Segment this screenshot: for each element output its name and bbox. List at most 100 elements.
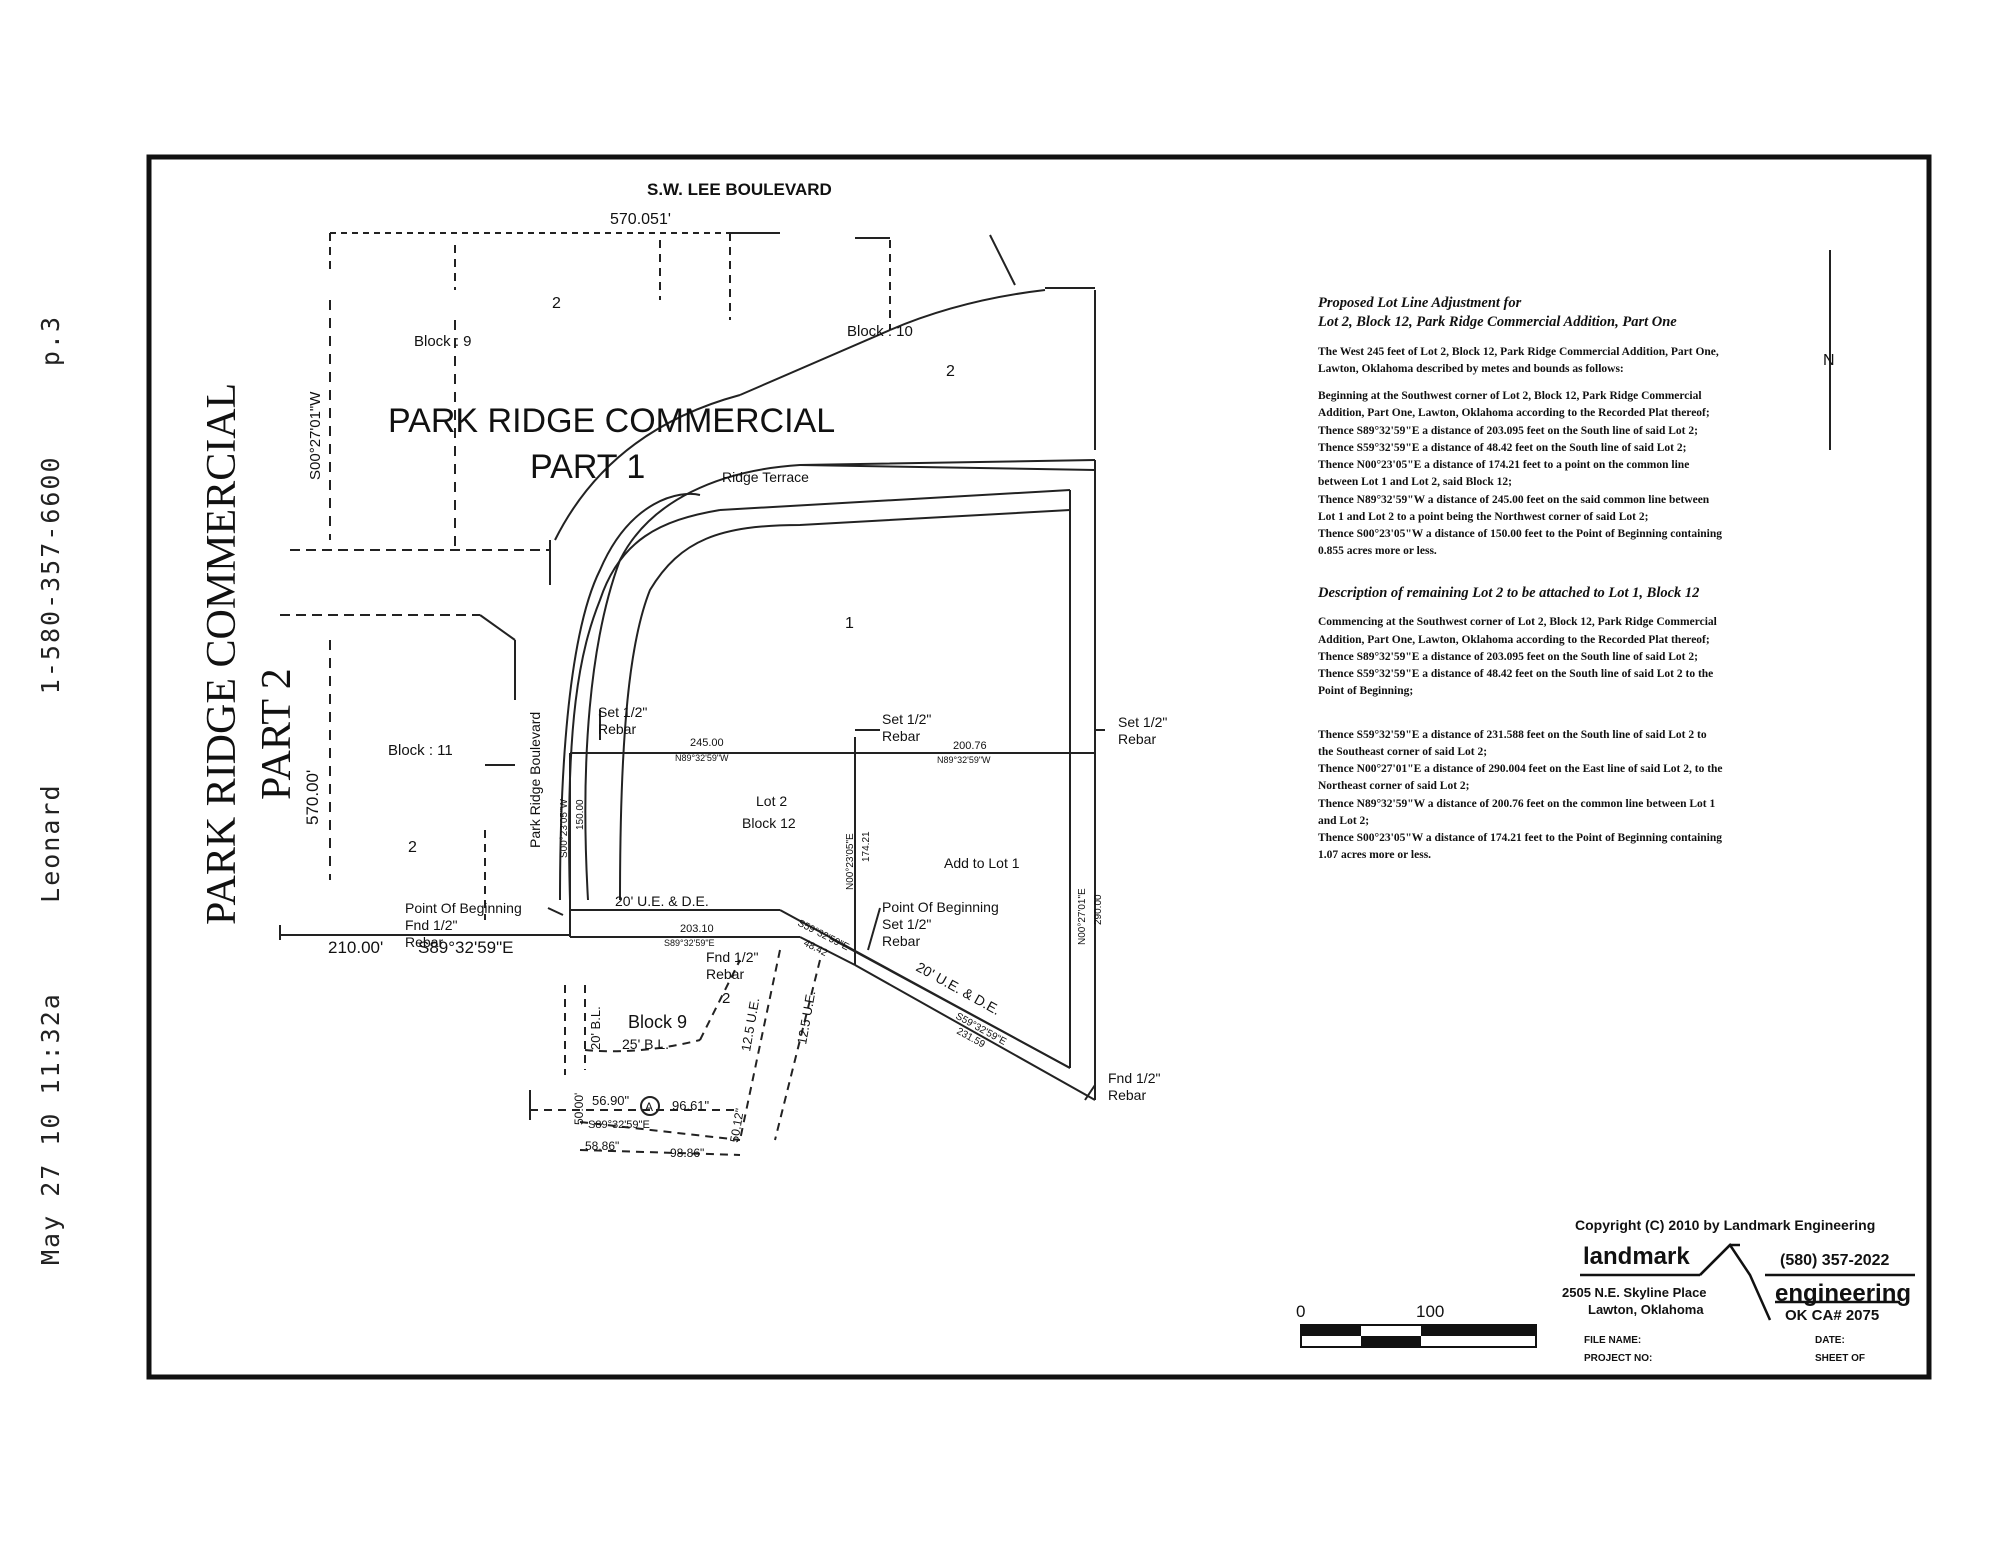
- block10-top: Block : 10: [847, 323, 913, 340]
- company-name-1: landmark: [1583, 1243, 1690, 1270]
- lot-2-c: 2: [408, 839, 417, 856]
- subdivision-part2-suffix: PART 2: [254, 668, 300, 800]
- p3-line: 1.07 acres more or less.: [1318, 849, 1432, 862]
- pob-right-1: Point Of Beginning: [882, 899, 999, 915]
- dim-9661: 96.61": [672, 1098, 710, 1113]
- p3-line: Thence N00°27'01"E a distance of 290.004…: [1318, 763, 1723, 776]
- date-label: DATE:: [1815, 1335, 1845, 1346]
- west-dim: 570.00': [303, 770, 322, 825]
- p3-line: and Lot 2;: [1318, 814, 1370, 827]
- ridge-terrace-label: Ridge Terrace: [722, 469, 809, 485]
- dim-5690: 56.90": [592, 1093, 630, 1108]
- p1-line: Lot 1 and Lot 2 to a point being the Nor…: [1318, 510, 1649, 523]
- company-phone: (580) 357-2022: [1780, 1252, 1890, 1269]
- description-intro: The West 245 feet of Lot 2, Block 12, Pa…: [1318, 344, 1813, 379]
- dim-20076: 200.76: [953, 740, 987, 752]
- file-name-label: FILE NAME:: [1584, 1335, 1642, 1346]
- p3-line: the Southeast corner of said Lot 2;: [1318, 745, 1488, 758]
- p2-line: Thence S59°32'59"E a distance of 48.42 f…: [1318, 668, 1714, 681]
- pob-left-3: Rebar: [405, 934, 443, 950]
- scale-0: 0: [1296, 1302, 1305, 1321]
- north-letter: N: [1823, 352, 1835, 369]
- west-bearing-top: S00°27'01"W: [307, 391, 324, 480]
- block12-label: Block 12: [742, 815, 796, 831]
- company-name-2: engineering: [1775, 1280, 1912, 1307]
- street-north: S.W. LEE BOULEVARD: [647, 180, 832, 199]
- mid-bearing: N00°23'05"E: [845, 833, 856, 890]
- lot-2-a: 2: [552, 295, 561, 312]
- p3-line: Thence N89°32'59"W a distance of 200.76 …: [1318, 797, 1716, 810]
- bl-25: 25' B.L.: [622, 1036, 669, 1052]
- subdivision-part1-suffix: PART 1: [530, 448, 645, 486]
- dim-5012: 50.12": [727, 1107, 747, 1143]
- subdivision-part2: PARK RIDGE COMMERCIAL: [199, 383, 245, 925]
- ue-de-1: 20' U.E. & D.E.: [615, 893, 709, 909]
- subdivision-part1: PARK RIDGE COMMERCIAL: [388, 402, 835, 440]
- bearing-20076: N89°32'59"W: [937, 755, 991, 765]
- copyright: Copyright (C) 2010 by Landmark Engineeri…: [1575, 1217, 1876, 1233]
- p2-line: Point of Beginning;: [1318, 685, 1414, 698]
- ue-b: 12.5 U.E.: [794, 990, 818, 1046]
- project-no-label: PROJECT NO:: [1584, 1353, 1653, 1364]
- dim-20310: 203.10: [680, 923, 714, 935]
- company-address-2: Lawton, Oklahoma: [1588, 1302, 1704, 1317]
- description-subtitle: Description of remaining Lot 2 to be att…: [1318, 584, 1700, 601]
- pob-right-2: Set 1/2": [882, 916, 931, 932]
- p1-line: Thence N89°32'59"W a distance of 245.00 …: [1318, 493, 1710, 506]
- drawing-frame: [146, 154, 1932, 1380]
- set-rebar-1b: Rebar: [598, 721, 636, 737]
- dim-50: 50.00': [572, 1093, 586, 1125]
- west-lot-dim: 150.00: [575, 799, 586, 830]
- dim-245: 245.00: [690, 737, 724, 749]
- fnd-rebar-se-1: Fnd 1/2": [1108, 1070, 1160, 1086]
- east-bearing: N00°27'01"E: [1077, 888, 1088, 945]
- bearing-245: N89°32'59"W: [675, 753, 729, 763]
- pob-left-1: Point Of Beginning: [405, 900, 522, 916]
- legal-description: Proposed Lot Line Adjustment for Lot 2, …: [1318, 294, 1813, 875]
- scale-bar: [1300, 1324, 1537, 1348]
- bearing-20310: S89°32'59"E: [664, 938, 715, 948]
- lot-1: 1: [845, 615, 854, 632]
- p1-line: Beginning at the Southwest corner of Lot…: [1318, 390, 1702, 403]
- p1-line: Thence S00°23'05"W a distance of 150.00 …: [1318, 528, 1723, 541]
- west-lot-bearing: S00°23'05"W: [559, 799, 570, 858]
- east-dim: 290.00: [1093, 894, 1104, 925]
- dim-9886: 98.86": [670, 1146, 704, 1160]
- company-license: OK CA# 2075: [1785, 1307, 1880, 1324]
- p1-line: Thence N00°23'05"E a distance of 174.21 …: [1318, 459, 1690, 472]
- description-p1: Beginning at the Southwest corner of Lot…: [1318, 388, 1813, 561]
- ue-de-2: 20' U.E. & D.E.: [914, 959, 1004, 1018]
- description-title-2: Lot 2, Block 12, Park Ridge Commercial A…: [1318, 313, 1677, 330]
- set-rebar-2: Set 1/2": [882, 711, 931, 727]
- lot2-label: Lot 2: [756, 793, 787, 809]
- set-rebar-1: Set 1/2": [598, 704, 647, 720]
- bearing-small: S89°32'59"E: [588, 1119, 650, 1131]
- set-rebar-3: Set 1/2": [1118, 714, 1167, 730]
- circle-a: A: [645, 1100, 653, 1114]
- intro-line: Lawton, Oklahoma described by metes and …: [1318, 362, 1624, 375]
- p1-line: between Lot 1 and Lot 2, said Block 12;: [1318, 476, 1512, 489]
- linework: [279, 232, 1831, 1156]
- p3-line: Northeast corner of said Lot 2;: [1318, 780, 1470, 793]
- p1-line: Thence S89°32'59"E a distance of 203.095…: [1318, 424, 1698, 437]
- block9-bottom: Block 9: [628, 1012, 687, 1032]
- p1-line: Addition, Part One, Lawton, Oklahoma acc…: [1318, 407, 1710, 420]
- description-p3: Thence S59°32'59"E a distance of 231.588…: [1318, 727, 1813, 865]
- p1-line: 0.855 acres more or less.: [1318, 545, 1437, 558]
- p2-line: Commencing at the Southwest corner of Lo…: [1318, 616, 1717, 629]
- pob-right-3: Rebar: [882, 933, 920, 949]
- p3-line: Thence S00°23'05"W a distance of 174.21 …: [1318, 832, 1723, 845]
- block9-top: Block : 9: [414, 333, 472, 350]
- scale-100: 100: [1416, 1302, 1444, 1321]
- p1-line: Thence S59°32'59"E a distance of 48.42 f…: [1318, 441, 1687, 454]
- lot-2-d: 2: [722, 990, 730, 1007]
- block11-label: Block : 11: [388, 742, 453, 759]
- dim-20: 20' B.L.: [588, 1006, 603, 1050]
- pob-left-2: Fnd 1/2": [405, 917, 457, 933]
- south-left-bearing: S89°32'59"E: [418, 938, 513, 957]
- intro-line: The West 245 feet of Lot 2, Block 12, Pa…: [1318, 345, 1719, 358]
- park-ridge-blvd-label: Park Ridge Boulevard: [527, 712, 543, 848]
- add-to-lot-label: Add to Lot 1: [944, 855, 1020, 871]
- fnd-rebar-se-2: Rebar: [1108, 1087, 1146, 1103]
